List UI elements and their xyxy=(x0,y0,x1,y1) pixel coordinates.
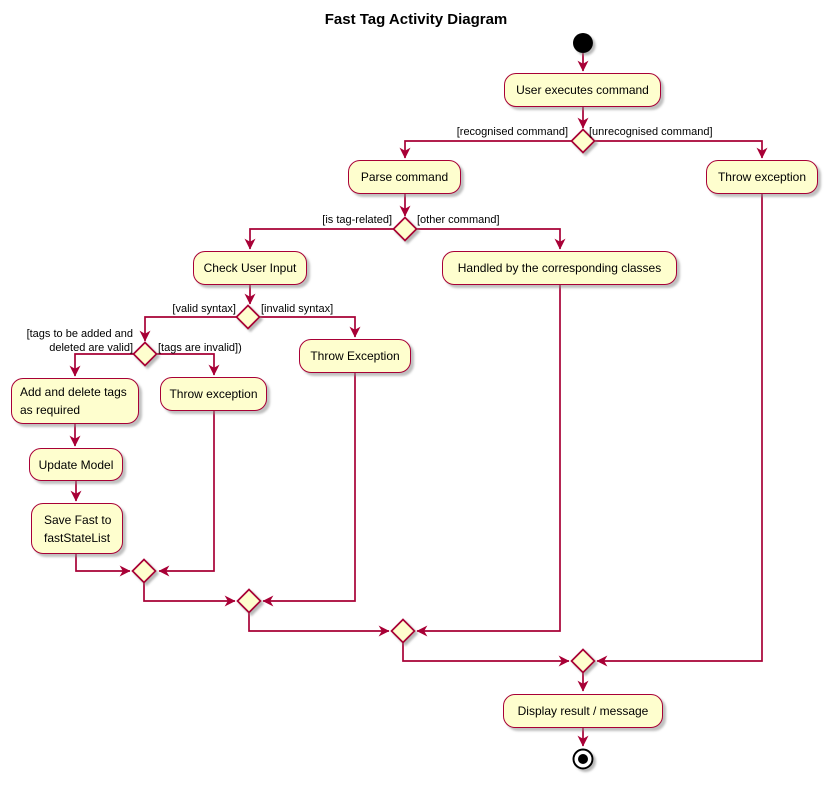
edge-handled-to-merge3 xyxy=(416,285,561,637)
guard-valid-syntax: [valid syntax] xyxy=(172,303,236,315)
activity-parse-command: Parse command xyxy=(348,160,461,194)
edge-tag-related-to-check-input xyxy=(244,228,394,250)
activity-label: Parse command xyxy=(360,170,449,184)
decision-tags-valid xyxy=(132,341,158,367)
activity-user-executes-command: User executes command xyxy=(504,73,661,107)
activity-label: Check User Input xyxy=(203,261,297,275)
edge-other-command-to-handled xyxy=(416,228,566,250)
guard-recognised-command: [recognised command] xyxy=(456,126,568,138)
activity-label-line1: Add and delete tags xyxy=(20,385,127,399)
activity-label: Display result / message xyxy=(517,704,649,718)
activity-label: Throw Exception xyxy=(310,349,400,363)
activity-update-model: Update Model xyxy=(29,448,123,481)
edge-merge2-to-merge3 xyxy=(248,613,390,637)
edge-throw-syntax-to-merge2 xyxy=(262,373,356,607)
activity-display-result: Display result / message xyxy=(503,694,663,728)
merge-node-2 xyxy=(236,588,262,614)
activity-label-line1: Save Fast to xyxy=(44,512,112,527)
start-node xyxy=(573,33,593,53)
edge-recognised-to-parse xyxy=(399,140,572,159)
edge-throw-tags-to-merge1 xyxy=(158,411,215,577)
guard-invalid-syntax: [invalid syntax] xyxy=(261,303,334,315)
edge-save-fast-to-merge1 xyxy=(75,554,131,577)
guard-tags-valid-line2: deleted are valid] xyxy=(49,342,133,354)
guard-is-tag-related: [is tag-related] xyxy=(322,214,392,226)
decision-command-recognised xyxy=(570,128,596,154)
edge-merge1-to-merge2 xyxy=(143,583,236,607)
edge-valid-syntax-to-decision xyxy=(139,316,237,342)
activity-label-line2: fastStateList xyxy=(44,530,111,545)
edge-invalid-syntax-to-throw xyxy=(259,316,361,338)
activity-label: Handled by the corresponding classes xyxy=(457,261,662,275)
activity-label-line2: as required xyxy=(20,403,81,417)
decision-tag-related xyxy=(392,216,418,242)
activity-throw-exception-invalid-tags: Throw exception xyxy=(160,377,267,411)
activity-label: Throw exception xyxy=(717,170,807,184)
diagram-title: Fast Tag Activity Diagram xyxy=(324,11,508,28)
activity-check-user-input: Check User Input xyxy=(193,251,307,285)
merge-node-1 xyxy=(131,558,157,584)
merge-node-3 xyxy=(390,618,416,644)
edge-tags-invalid-to-throw xyxy=(156,353,220,376)
activity-throw-exception-unrecognised: Throw exception xyxy=(706,160,818,194)
activity-throw-exception-invalid-syntax: Throw Exception xyxy=(299,339,411,373)
merge-node-4 xyxy=(570,648,596,674)
activity-label: Throw exception xyxy=(169,387,258,401)
end-node-dot xyxy=(578,754,588,764)
edge-throw-unrecognised-to-merge4 xyxy=(596,194,763,667)
activity-label: User executes command xyxy=(516,83,649,97)
edge-merge3-to-merge4 xyxy=(402,643,570,667)
activity-label: Update Model xyxy=(38,457,114,472)
activity-save-fast: Save Fast to fastStateList xyxy=(31,503,123,554)
guard-other-command: [other command] xyxy=(417,214,500,226)
edge-tags-valid-to-add-delete xyxy=(69,353,134,377)
activity-add-delete-tags: Add and delete tags as required xyxy=(11,378,139,424)
guard-tags-invalid: [tags are invalid]) xyxy=(158,342,242,354)
decision-syntax-valid xyxy=(235,304,261,330)
edge-unrecognised-to-throw xyxy=(594,140,768,159)
guard-unrecognised-command: [unrecognised command] xyxy=(589,126,713,138)
guard-tags-valid-line1: [tags to be added and xyxy=(26,328,133,340)
activity-handled-by-classes: Handled by the corresponding classes xyxy=(442,251,677,285)
